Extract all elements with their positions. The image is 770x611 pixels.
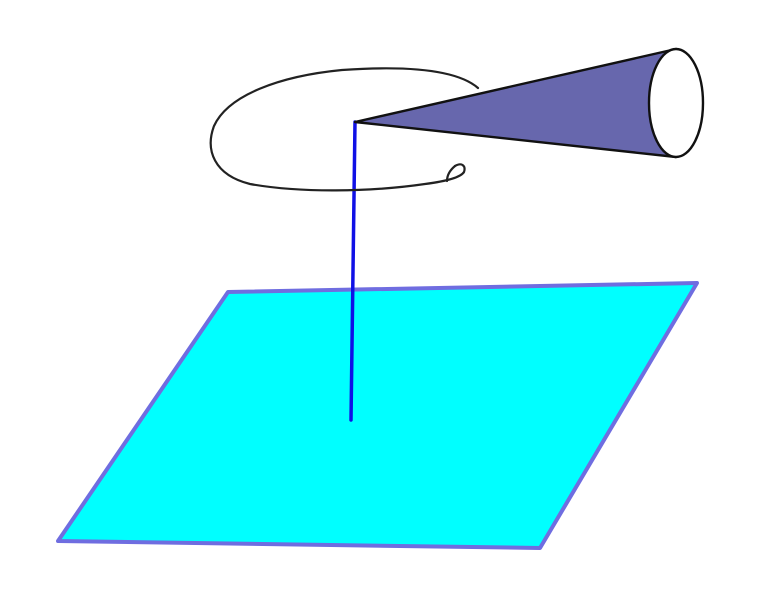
cone-opening <box>647 47 705 159</box>
vertical-axis-line <box>349 120 357 422</box>
rotation-arrow-curve <box>209 67 480 192</box>
plane <box>56 281 699 550</box>
rotation-arrow-hook <box>445 164 457 183</box>
cone-body <box>353 47 678 159</box>
